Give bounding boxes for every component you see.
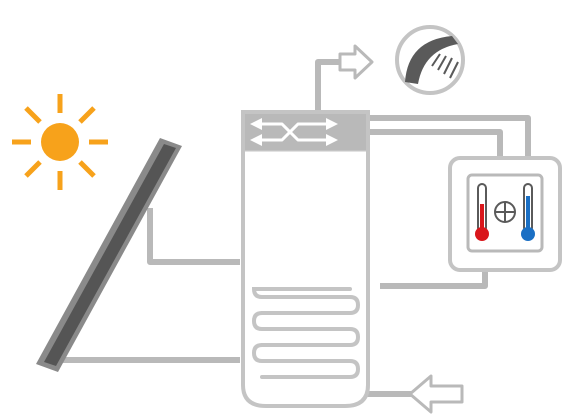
- solar-collector: [36, 138, 182, 372]
- hot-water-outlet-arrow: [338, 44, 374, 80]
- fan-icon: [494, 201, 516, 223]
- sun-icon: [12, 94, 108, 190]
- exchange-arrows-icon: [250, 118, 338, 146]
- heat-pump-lower-pipe: [380, 268, 488, 289]
- heat-exchanger-header: [245, 114, 366, 150]
- thermometer-hot-icon: [475, 183, 489, 241]
- thermometer-cold-icon: [521, 183, 535, 241]
- solar-coil: [251, 287, 361, 379]
- heat-pump-unit: [448, 156, 562, 272]
- heat-pump-flow-pipe: [355, 115, 531, 158]
- heat-pump-return-pipe: [355, 129, 503, 158]
- collector-top-pipe: [147, 208, 240, 265]
- hot-water-pipe: [315, 59, 345, 115]
- cold-water-inlet-arrow: [408, 374, 464, 414]
- shower-icon: [395, 25, 465, 95]
